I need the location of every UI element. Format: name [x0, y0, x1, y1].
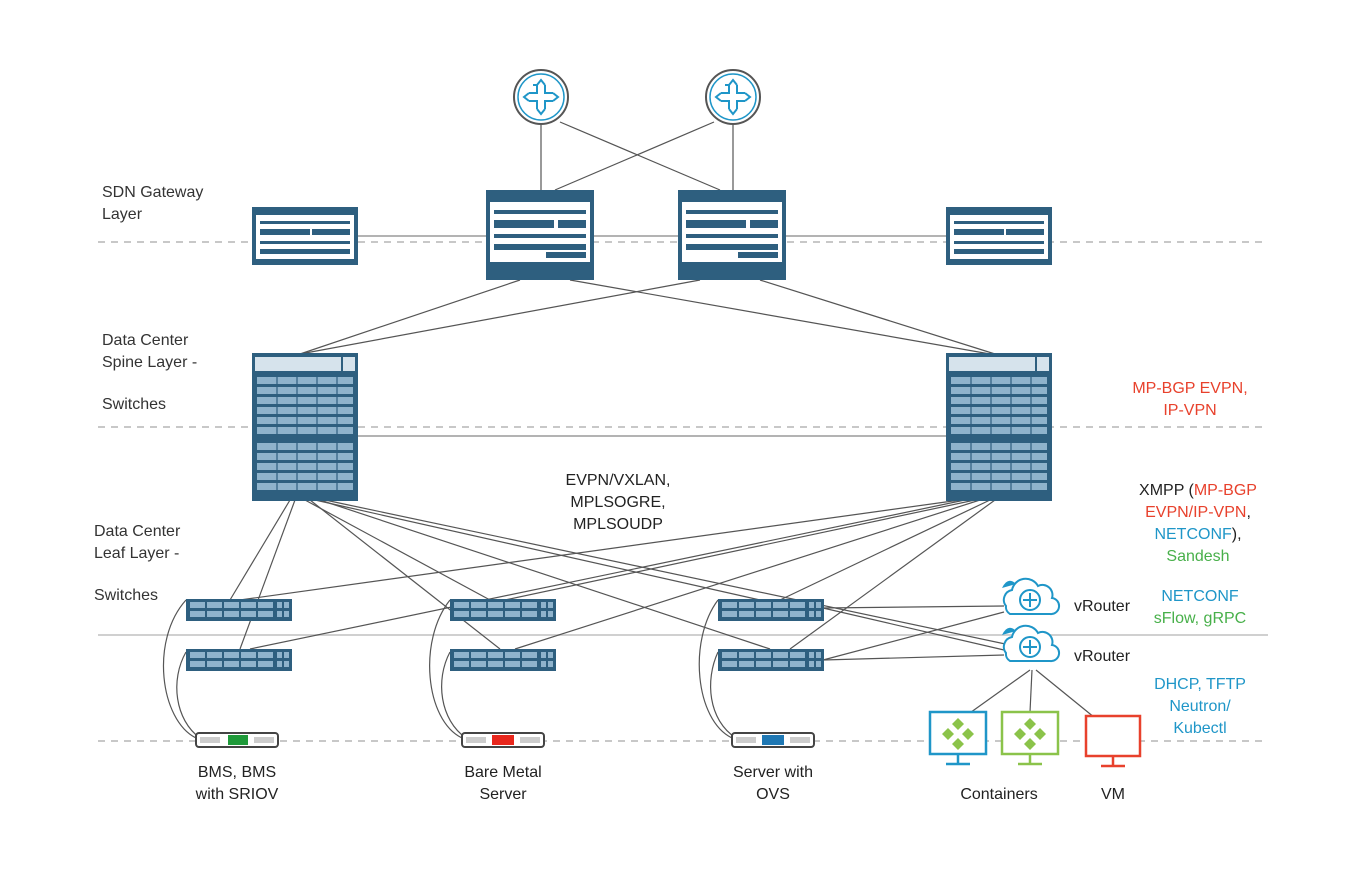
spine-switch-right: [945, 352, 1053, 502]
sdn-gateway-center-left: [486, 190, 594, 280]
label-spine-layer: Data Center Spine Layer -: [102, 332, 198, 371]
label-vrouter-1: vRouter: [1074, 598, 1131, 615]
text-comma: ,: [1246, 504, 1251, 521]
spine-switch-left: [251, 352, 359, 502]
leaf-switch-2b: [450, 649, 556, 671]
server-bare-metal: [461, 732, 545, 748]
label-containers: Containers: [960, 786, 1038, 803]
leaf-switch-2a: [450, 599, 556, 621]
label-leaf-switches: Switches: [94, 587, 159, 604]
server-ovs: [731, 732, 815, 748]
text-sandesh: Sandesh: [1166, 548, 1230, 565]
wan-router-right: [705, 69, 761, 125]
label-server-bare-metal: Bare Metal Server: [464, 764, 542, 803]
text-netconf-2: NETCONF: [1161, 588, 1239, 605]
leaf-switch-1b: [186, 649, 292, 671]
text-mpbgp-evpn: MP-BGP EVPN/IP-VPN: [1145, 482, 1257, 521]
label-protocol-dhcp: DHCP, TFTP Neutron/ Kubectl: [1154, 676, 1246, 737]
label-protocol-netconf-sflow: NETCONF sFlow, gRPC: [1140, 586, 1260, 630]
vm-icon: [1084, 714, 1142, 768]
wan-router-left: [513, 69, 569, 125]
label-server-ovs: Server with OVS: [732, 764, 814, 803]
leaf-switch-3a: [718, 599, 824, 621]
sdn-gateway-left: [252, 207, 358, 265]
label-vrouter-2: vRouter: [1074, 648, 1131, 665]
label-protocol-mpbgp: MP-BGP EVPN, IP-VPN: [1132, 380, 1248, 419]
text-netconf: NETCONF: [1154, 526, 1232, 543]
label-leaf-layer: Data Center Leaf Layer -: [94, 523, 181, 562]
leaf-switch-3b: [718, 649, 824, 671]
label-overlay-encapsulation: EVPN/VXLAN, MPLSOGRE, MPLSOUDP: [565, 472, 671, 533]
gateway-links: [358, 235, 946, 437]
server-bms: [195, 732, 279, 748]
sdn-gateway-center-right: [678, 190, 786, 280]
leaf-switch-1a: [186, 599, 292, 621]
label-server-bms: BMS, BMS with SRIOV: [195, 764, 279, 803]
container-icon-2: [1000, 710, 1060, 766]
label-vm: VM: [1101, 786, 1125, 803]
connection-lines: [162, 121, 1101, 739]
text-xmpp: XMPP (: [1139, 482, 1194, 499]
text-sflow-grpc: sFlow, gRPC: [1153, 610, 1247, 627]
vrouter-cloud-icon-2: [1002, 624, 1061, 663]
container-icon-1: [928, 710, 988, 766]
text-close: ),: [1231, 526, 1242, 543]
label-protocol-xmpp: XMPP (MP-BGP EVPN/IP-VPN, NETCONF), Sand…: [1118, 480, 1278, 568]
sdn-gateway-right: [946, 207, 1052, 265]
label-spine-switches: Switches: [102, 396, 167, 413]
vrouter-cloud-icon-1: [1002, 577, 1061, 616]
label-sdn-gateway-layer: SDN Gateway Layer: [102, 184, 204, 223]
